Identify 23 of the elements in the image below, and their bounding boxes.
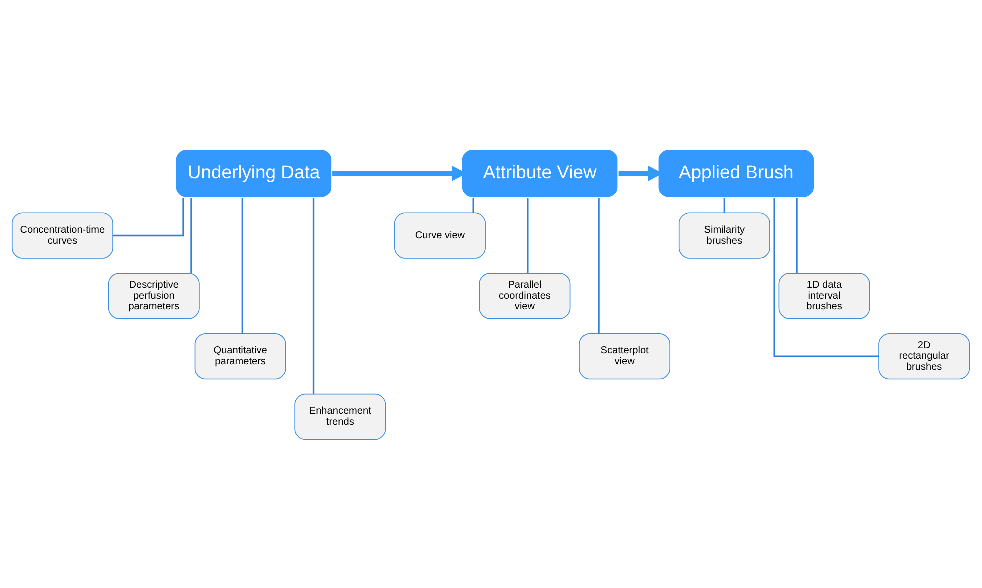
node-box: 2D rectangular brushes [878, 333, 970, 380]
node-box: Descriptive perfusion parameters [108, 272, 200, 319]
node-box: Parallel coordinates view [479, 272, 571, 319]
connector [598, 198, 600, 334]
connector [796, 198, 798, 273]
node-box: Enhancement trends [294, 393, 386, 440]
node-box: Quantitative parameters [194, 333, 286, 380]
connector [190, 198, 192, 273]
connector [113, 198, 184, 236]
connector [527, 198, 529, 273]
connector [724, 198, 726, 213]
node-box: Similarity brushes [678, 212, 770, 258]
node-box: Underlying Data [174, 148, 334, 198]
node-box: Curve view [394, 212, 486, 258]
connector [312, 198, 315, 394]
node-box: 1D data interval brushes [778, 272, 870, 319]
connector [774, 198, 879, 357]
node-box: Applied Brush [657, 148, 816, 198]
node-box: Concentration-time curves [12, 212, 114, 258]
node-box: Attribute View [460, 148, 620, 198]
connector [242, 198, 244, 334]
node-box: Scatterplot view [579, 333, 671, 380]
connector [472, 198, 474, 213]
